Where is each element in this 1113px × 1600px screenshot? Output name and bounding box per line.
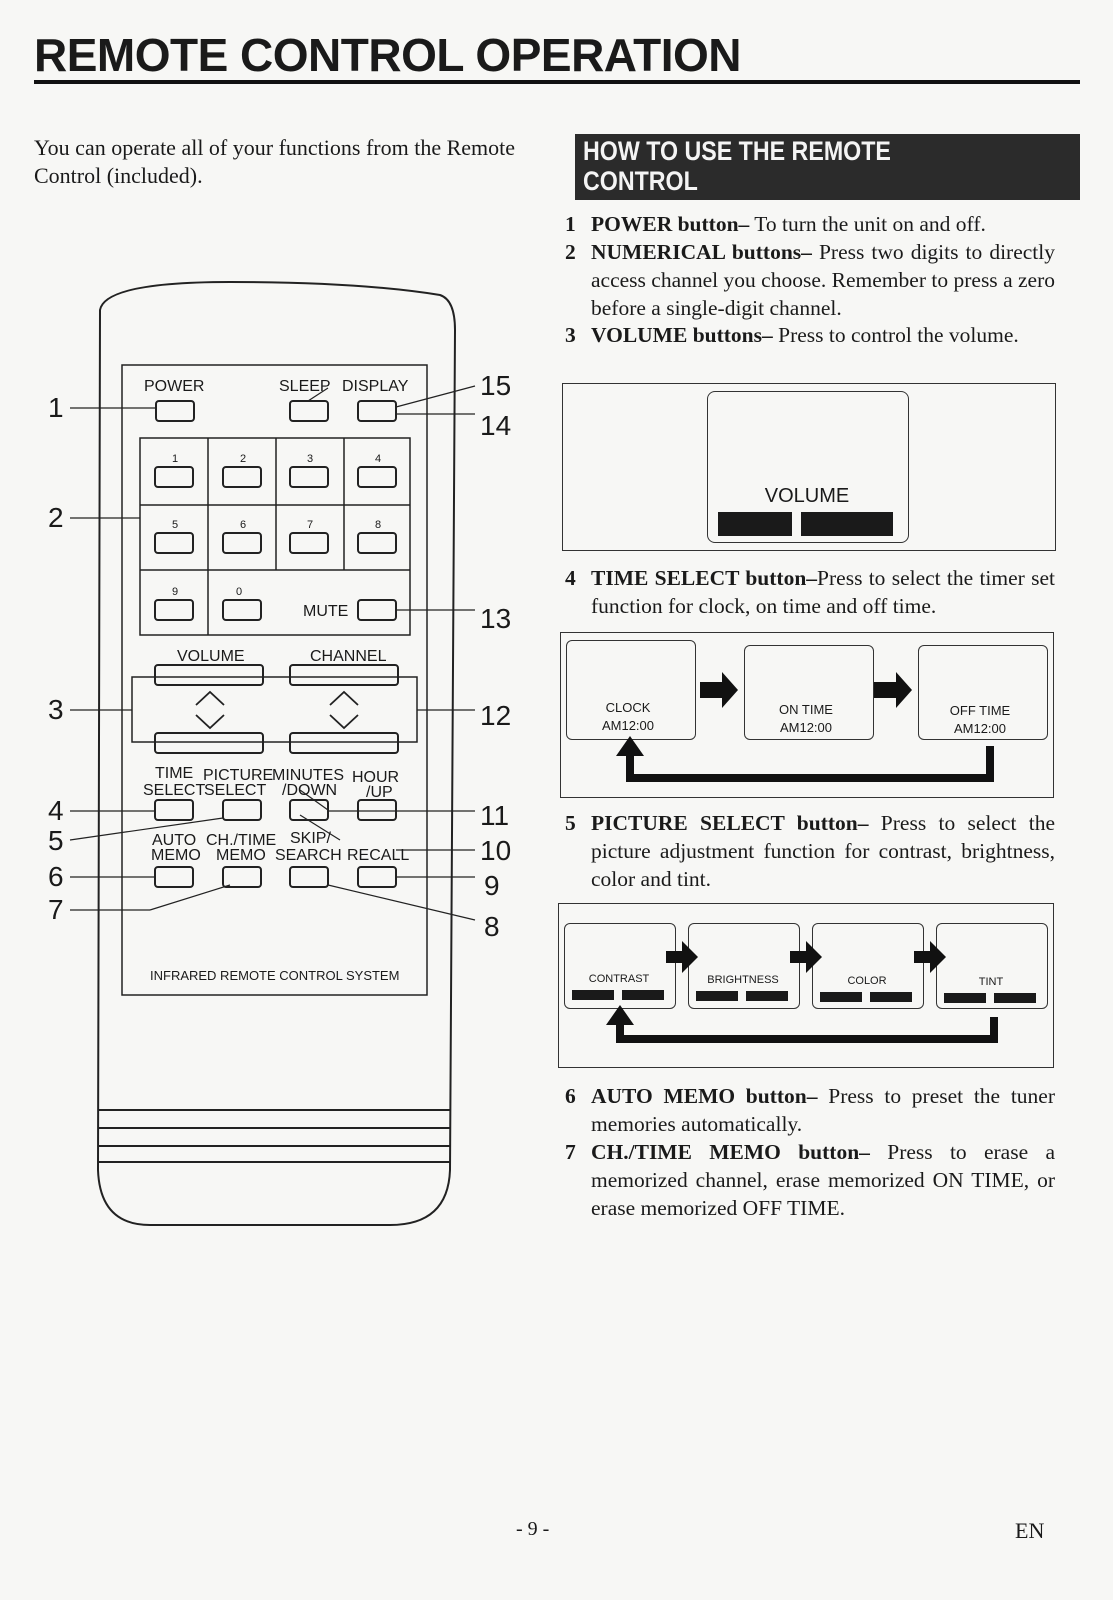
bar (994, 993, 1036, 1003)
remote-hour-label: HOUR (352, 769, 400, 786)
timer-clock-label: CLOCK (605, 700, 651, 715)
callout-7: 7 (48, 894, 64, 925)
timer-on-value: AM12:00 (779, 720, 833, 735)
callout-4: 4 (48, 795, 64, 826)
callout-11: 11 (480, 800, 510, 831)
callout-2: 2 (48, 502, 64, 533)
timer-off-label: OFF TIME (949, 703, 1011, 718)
callout-14: 14 (480, 410, 512, 441)
bar (820, 992, 862, 1002)
bar (870, 992, 912, 1002)
remote-sleep-label: SLEEP (279, 378, 331, 395)
howto-heading-box: HOW TO USE THE REMOTE CONTROL (575, 134, 1080, 200)
arrow-right-icon (700, 672, 738, 708)
page-title: REMOTE CONTROL OPERATION (34, 29, 741, 81)
remote-channel-label: CHANNEL (310, 648, 387, 665)
volume-bar-right (801, 512, 893, 536)
callout-1: 1 (48, 392, 64, 423)
remote-mute-label: MUTE (303, 603, 349, 620)
bar (944, 993, 986, 1003)
volume-screen-label: VOLUME (764, 485, 850, 507)
remote-digit-2: 2 (240, 453, 247, 465)
remote-digit-9: 9 (172, 586, 179, 598)
remote-chtime-label: CH./TIME (206, 832, 277, 849)
remote-auto-label: AUTO (152, 832, 197, 849)
remote-picture-select-label: SELECT (204, 782, 267, 799)
remote-volume-label: VOLUME (177, 648, 245, 665)
bar (622, 990, 664, 1000)
remote-digit-1: 1 (172, 453, 179, 465)
intro-text: You can operate all of your functions fr… (34, 135, 516, 188)
remote-recall-label: RECALL (347, 847, 410, 864)
remote-search-label: SEARCH (275, 847, 342, 864)
bar (746, 991, 788, 1001)
arrow-right-icon (666, 941, 698, 973)
timer-screen-on (744, 645, 874, 740)
picture-tint-label: TINT (978, 976, 1004, 988)
remote-power-label: POWER (144, 378, 205, 395)
timer-screen-off (918, 645, 1048, 740)
remote-digit-0: 0 (236, 586, 243, 598)
picture-arrows (606, 941, 998, 1043)
remote-digit-8: 8 (375, 519, 382, 531)
callout-13: 13 (480, 603, 512, 634)
remote-digit-3: 3 (307, 453, 314, 465)
remote-digit-6: 6 (240, 519, 247, 531)
remote-picture-label: PICTURE (203, 767, 274, 784)
bar (572, 990, 614, 1000)
timer-off-value: AM12:00 (953, 721, 1007, 736)
remote-digit-4: 4 (375, 453, 382, 465)
arrow-right-icon (874, 672, 912, 708)
remote-digit-7: 7 (307, 519, 314, 531)
remote-skip-label: SKIP/ (290, 830, 331, 847)
remote-chtime-memo-label: MEMO (216, 847, 266, 864)
arrow-right-icon (914, 941, 946, 973)
callout-8: 8 (484, 911, 500, 942)
remote-time-select-label: SELECT (143, 782, 206, 799)
remote-hour-up-label: /UP (366, 784, 393, 801)
timer-arrows (616, 672, 994, 782)
timer-clock-value: AM12:00 (601, 718, 655, 733)
volume-bar-left (718, 512, 792, 536)
loop-back-arrow-icon (626, 746, 994, 782)
arrow-right-icon (790, 941, 822, 973)
remote-time-label: TIME (155, 765, 194, 782)
language-code: EN (1015, 1518, 1045, 1543)
callout-3: 3 (48, 694, 64, 725)
remote-digit-5: 5 (172, 519, 179, 531)
callout-10: 10 (480, 835, 512, 866)
bar (696, 991, 738, 1001)
remote-auto-memo-label: MEMO (151, 847, 201, 864)
callout-15: 15 (480, 370, 512, 401)
callout-12: 12 (480, 700, 512, 731)
remote-illustration (69, 280, 476, 1226)
picture-color-label: COLOR (847, 975, 887, 987)
loop-back-arrow-icon (616, 1017, 998, 1043)
timer-screen-clock (566, 640, 696, 740)
remote-minutes-label: MINUTES (272, 767, 344, 784)
callout-6: 6 (48, 861, 64, 892)
callout-9: 9 (484, 870, 500, 901)
timer-on-label: ON TIME (779, 702, 833, 717)
callout-5: 5 (48, 825, 64, 856)
page-number: - 9 - (516, 1518, 550, 1540)
title-rule (34, 80, 1080, 84)
picture-brightness-label: BRIGHTNESS (707, 974, 779, 986)
remote-brand-label: INFRARED REMOTE CONTROL SYSTEM (150, 968, 400, 983)
remote-minutes-down-label: /DOWN (282, 782, 338, 799)
remote-display-label: DISPLAY (342, 378, 409, 395)
picture-contrast-label: CONTRAST (588, 973, 650, 985)
howto-heading: HOW TO USE THE REMOTE CONTROL (583, 136, 891, 196)
